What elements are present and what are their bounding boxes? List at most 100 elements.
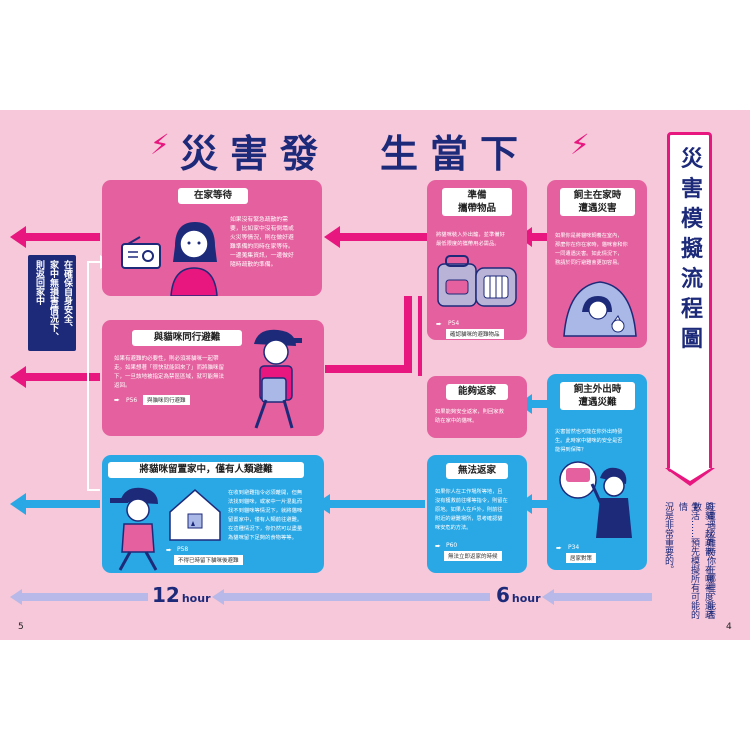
arrow-evacuate-out [22, 373, 100, 381]
box-cannot-return-text-5: 咪安危的方法。 [435, 525, 472, 531]
timeline-hour-12-unit: hour [181, 592, 211, 605]
box-prepare-text-1: 將貓咪裝入外出籠，並準備好 [436, 232, 505, 238]
side-text-line-1: 在遭遇災難時你在哪裡、能否 [705, 502, 715, 619]
box-leave-cat-title: 將貓咪留置家中，僅有人類避難 [108, 462, 304, 478]
carrier-illustration [437, 255, 517, 307]
box-stay-home-title: 在家等待 [178, 188, 248, 204]
arrow-owner-to-prepare [527, 233, 547, 241]
side-text-line-3: 生活……預先模擬所有可能的情 [677, 502, 699, 619]
box-evacuate-ref-link[interactable]: 與貓咪同行避難 [143, 395, 190, 405]
arrow-prepare-to-stay-head [324, 226, 340, 248]
box-owner-home-text-1: 如果你是將貓咪飼養在室內， [555, 233, 623, 239]
box-leave-cat-text-3: 找不到貓咪等情況下，就將貓咪 [228, 508, 303, 514]
box-leave-cat-ref-link[interactable]: 不得已時留下貓咪後避難 [174, 555, 243, 565]
walking-with-carrier-illustration [254, 329, 302, 429]
box-prepare-title-line-2: 攜帶物品 [457, 203, 496, 214]
house-with-cat-illustration [169, 489, 221, 541]
left-note-line-2: 家中無損害情況下、 [48, 260, 58, 341]
box-leave-cat-ref-page: P58 [177, 546, 189, 553]
arrow-can-return-up [418, 296, 422, 376]
box-evacuate-text-4: 返回。 [114, 383, 131, 389]
burst-left-icon: ⚡ [150, 128, 170, 161]
left-note-line-1: 在確保自身安全、 [62, 260, 72, 332]
box-owner-out-title-line-1: 飼主外出時 [573, 384, 622, 395]
arrow-cannot-return-to-leave [325, 500, 425, 508]
box-cannot-return-text-4: 附近的避難場所，思考確認貓 [435, 516, 503, 522]
box-evacuate-text-2: 走。如果想著「很快就能回來了」而將貓咪留 [114, 365, 225, 371]
side-text-line-4: 況是非常重要的。 [663, 502, 673, 574]
worried-office-worker-illustration [559, 461, 632, 538]
arrow-prepare-down [404, 296, 412, 370]
box-leave-cat-text-2: 法找到貓咪，或家中一片混亂而 [228, 499, 303, 505]
box-stay-home-text-3: 火災等情況，則在做好避 [230, 235, 294, 241]
left-note-panel [28, 255, 76, 351]
side-title: 災害模擬流程圖 [677, 145, 707, 355]
hiding-under-table-illustration [563, 281, 637, 337]
box-owner-out-ref-arrow-icon: ➨ [556, 544, 562, 552]
box-stay-home-text-2: 要，比如家中沒有倒塌或 [230, 226, 294, 232]
timeline-bar-left [20, 593, 148, 601]
box-evacuate-text-3: 下，一旦該地被指定為禁區區域，就可能無法 [114, 374, 225, 380]
box-prepare-title: 準備 攜帶物品 [442, 188, 512, 216]
timeline-hour-12-value: 12 [152, 583, 180, 607]
box-owner-out-ref-link[interactable]: 居家對策 [566, 553, 597, 563]
burst-right-icon: ⚡ [570, 128, 590, 161]
box-leave-cat-text-1: 在收到避難指令必須離開，但無 [228, 490, 303, 496]
arrow-owner-out-to-return [527, 400, 547, 408]
box-cannot-return-text-1: 如果你人在工作場所等地，且 [435, 489, 503, 495]
box-owner-out-title-line-2: 遭遇災難 [578, 397, 617, 408]
radio-illustration [121, 236, 161, 269]
box-owner-home-title: 飼主在家時 遭遇災害 [560, 188, 635, 216]
timeline-bar-middle-head [212, 589, 224, 605]
side-text-line-2: 與貓一起疏散、在哪裡度過疏散 [691, 502, 713, 619]
page-title: 災害發 生當下 [180, 132, 531, 176]
box-owner-out-text-2: 生。此時家中貓咪的安全是否 [555, 438, 623, 444]
box-leave-cat-text-5: 在這種情況下，你仍然可以盡量 [228, 526, 303, 532]
box-prepare-ref-arrow-icon: ➨ [436, 320, 442, 328]
box-can-return-title: 能夠返家 [446, 384, 508, 400]
box-evacuate-ref-arrow-icon: ➨ [114, 396, 120, 404]
box-cannot-return-text-3: 原地。如果人在戶外，則前往 [435, 507, 503, 513]
box-evacuate-with-cat-title: 與貓咪同行避難 [132, 330, 242, 346]
timeline-bar-left-head [10, 589, 22, 605]
arrow-prepare-left [325, 365, 412, 373]
box-cannot-return-title: 無法返家 [446, 463, 508, 479]
box-stay-home-text-5: 一邊蒐集資訊，一邊做好 [230, 253, 294, 259]
timeline-bar-right [552, 593, 652, 601]
arrow-prepare-to-stay [335, 233, 427, 241]
box-owner-out-text-3: 能得到保障？ [555, 447, 587, 453]
box-leave-cat-text-4: 留置家中，僅有人類前往避難。 [228, 517, 303, 523]
box-owner-home-title-line-1: 飼主在家時 [573, 190, 622, 201]
box-owner-out-ref-page: P34 [568, 544, 580, 551]
box-cannot-return-ref-link[interactable]: 無法立即返家的時候 [444, 551, 502, 561]
page-number-right: 4 [726, 622, 732, 632]
box-prepare-ref-page: P54 [448, 320, 460, 327]
timeline-bar-middle [222, 593, 490, 601]
box-can-return-text-1: 如果能夠安全返家，則回家救 [435, 409, 504, 415]
side-title-panel: 災害模擬流程圖 [667, 132, 712, 472]
timeline-bar-right-head [542, 589, 554, 605]
arrow-stay-home-out-head [10, 226, 26, 248]
box-leave-cat-text-6: 為貓咪留下足夠的食物等等。 [228, 535, 297, 541]
box-stay-home-text-1: 如果沒有緊急疏散的需 [230, 217, 288, 223]
arrow-leave-out [22, 500, 100, 508]
timeline-hour-6-unit: hour [511, 592, 541, 605]
box-evacuate-ref-page: P56 [126, 397, 138, 404]
arrow-owner-out-to-cannot [527, 500, 547, 508]
box-evacuate-text-1: 如果有避難的必要性，則必須將貓咪一起帶 [114, 356, 219, 362]
side-title-text: 災害模擬流程圖 [680, 147, 703, 352]
box-prepare-ref-link[interactable]: 確認貓咪的避難物品 [446, 329, 504, 339]
arrow-leave-out-head [10, 493, 26, 515]
left-note-line-3: 則返回家中 [34, 260, 44, 305]
box-owner-home-text-3: 一同遭遇災害。如此情況下， [555, 251, 623, 257]
box-owner-out-text-1: 災害當然也可能在你外出時發 [555, 429, 623, 435]
box-owner-out-title: 飼主外出時 遭遇災難 [560, 382, 635, 410]
box-cannot-return-text-2: 沒有獲救前往哪等指令，則留在 [435, 498, 508, 504]
box-prepare-title-line-1: 準備 [467, 190, 487, 201]
side-panel-pointer [665, 468, 715, 486]
walking-woman-illustration [110, 487, 158, 571]
box-can-return-text-2: 助在家中的貓咪。 [435, 418, 478, 424]
